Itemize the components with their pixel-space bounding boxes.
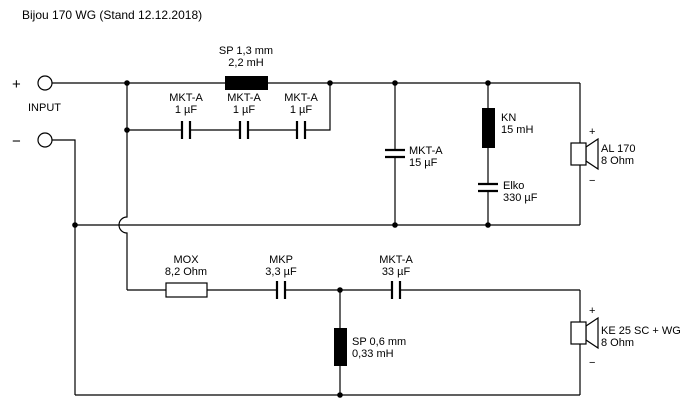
speaker-ke25-driver bbox=[570, 321, 587, 345]
kn-value: 15 mH bbox=[501, 124, 533, 136]
mkt33-value: 33 µF bbox=[382, 266, 411, 278]
inductor-kn-15mH bbox=[482, 108, 495, 148]
junction-dot bbox=[392, 222, 398, 228]
junction-dot bbox=[392, 80, 398, 86]
capacitor-mkt15-plates bbox=[385, 148, 405, 159]
speaker-al170-cone bbox=[585, 137, 599, 171]
junction-dot bbox=[327, 80, 333, 86]
inductor-sp-2_2mH bbox=[225, 76, 268, 90]
junction-dot bbox=[124, 80, 130, 86]
capacitor-elko-plates bbox=[478, 182, 498, 193]
mox-name: MOX bbox=[173, 254, 199, 266]
speaker-al170-symbol bbox=[570, 137, 599, 171]
wire-parallel-cap-branch bbox=[127, 83, 331, 131]
input-terminal-minus bbox=[37, 132, 53, 148]
ke25-name: KE 25 SC + WG bbox=[601, 325, 681, 337]
resistor-mox bbox=[165, 282, 208, 298]
speaker-ke25-symbol bbox=[570, 316, 599, 350]
elko-value: 330 µF bbox=[503, 192, 538, 204]
cap3-value: 1 µF bbox=[290, 104, 313, 116]
input-label: INPUT bbox=[28, 102, 61, 114]
capacitor-mkt33-plates bbox=[390, 281, 402, 299]
inductor-sp2-label-line2: 0,33 mH bbox=[352, 348, 394, 360]
capacitor-mkt3-plates bbox=[295, 121, 307, 139]
al170-minus: − bbox=[589, 175, 595, 187]
cap3-name: MKT-A bbox=[284, 92, 318, 104]
al170-impedance: 8 Ohm bbox=[601, 155, 634, 167]
cap2-name: MKT-A bbox=[227, 92, 261, 104]
mkp-name: MKP bbox=[269, 254, 293, 266]
elko-name: Elko bbox=[503, 180, 524, 192]
mkp-value: 3,3 µF bbox=[265, 266, 297, 278]
junction-dot bbox=[485, 80, 491, 86]
al170-plus: + bbox=[589, 126, 595, 138]
al170-name: AL 170 bbox=[601, 143, 635, 155]
wire-input-minus bbox=[52, 139, 76, 395]
inductor-sp1-label-line2: 2,2 mH bbox=[228, 57, 264, 69]
inductor-sp2-label-line1: SP 0,6 mm bbox=[352, 336, 406, 348]
input-plus-sign: + bbox=[12, 76, 21, 93]
junction-dot bbox=[337, 392, 343, 398]
inductor-sp-0_33mH bbox=[334, 328, 347, 366]
capacitor-mkt1-plates bbox=[180, 121, 192, 139]
shunt-cap-value: 15 µF bbox=[409, 157, 438, 169]
capacitor-mkt2-plates bbox=[238, 121, 250, 139]
junction-dot bbox=[124, 127, 130, 133]
inductor-sp1-label-line1: SP 1,3 mm bbox=[219, 45, 273, 57]
ke25-impedance: 8 Ohm bbox=[601, 337, 634, 349]
ke25-plus: + bbox=[589, 305, 595, 317]
kn-name: KN bbox=[501, 112, 516, 124]
input-terminal-plus bbox=[37, 75, 53, 91]
cap1-value: 1 µF bbox=[175, 104, 198, 116]
shunt-cap-name: MKT-A bbox=[409, 145, 443, 157]
wire-highpass-feed-with-hop bbox=[118, 83, 128, 290]
junction-dots bbox=[72, 80, 491, 398]
junction-dot bbox=[72, 222, 78, 228]
cap1-name: MKT-A bbox=[169, 92, 203, 104]
capacitor-mkp-plates bbox=[275, 281, 287, 299]
speaker-al170-driver bbox=[570, 142, 587, 166]
speaker-ke25-cone bbox=[585, 316, 599, 350]
cap2-value: 1 µF bbox=[233, 104, 256, 116]
mkt33-name: MKT-A bbox=[379, 254, 413, 266]
mox-value: 8,2 Ohm bbox=[165, 266, 207, 278]
ke25-minus: − bbox=[589, 357, 595, 369]
junction-dot bbox=[337, 287, 343, 293]
input-minus-sign: − bbox=[12, 133, 21, 150]
page-title: Bijou 170 WG (Stand 12.12.2018) bbox=[22, 8, 202, 22]
junction-dot bbox=[485, 222, 491, 228]
